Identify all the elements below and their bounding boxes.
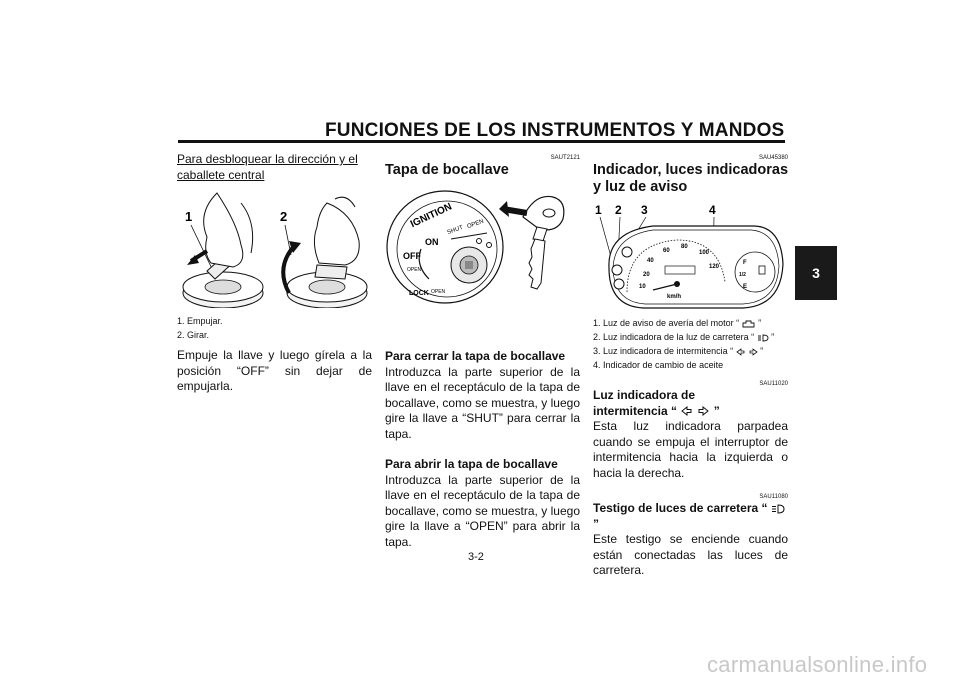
turn-signal-icon [735, 347, 758, 356]
off-label: OFF [403, 251, 421, 261]
high-beam-heading-icon [771, 504, 785, 514]
gauge-10: 10 [639, 284, 646, 290]
turn-heading-line1: Luz indicadora de [593, 388, 696, 402]
turn-heading-line2: intermitencia “ ” [593, 403, 720, 418]
fuel-empty: E [743, 284, 747, 290]
section-code-turn: SAU11020 [759, 381, 788, 387]
beam-heading: Testigo de luces de carretera “ ” [593, 501, 788, 532]
gauge-80: 80 [681, 244, 688, 250]
open-shutter-heading: Para abrir la tapa de bocallave [385, 457, 558, 471]
section-code-beam: SAU11080 [759, 494, 788, 500]
beam-body: Este testigo se enciende cuando están co… [593, 532, 788, 577]
caption-turn-signal: 3. Luz indicadora de intermitencia “ ” [593, 346, 764, 356]
shut-label: SHUT [447, 225, 465, 236]
meter-panel-figure: 1 2 3 4 10 20 40 60 80 100 120 km/h F 1/… [595, 203, 784, 309]
turn-body: Esta luz indicadora parpadea cuando se e… [593, 419, 788, 480]
on-label: ON [425, 237, 439, 247]
open-small-label: OPEN [431, 289, 446, 295]
open-label: OPEN [467, 219, 485, 230]
meter-label-3: 3 [641, 203, 648, 217]
gauge-60: 60 [663, 248, 670, 254]
gauge-120: 120 [709, 264, 720, 270]
section-title: Tapa de bocallave [385, 162, 509, 178]
caption-high-beam: 2. Luz indicadora de la luz de carretera… [593, 332, 775, 342]
page-title: FUNCIONES DE LOS INSTRUMENTOS Y MANDOS [325, 120, 785, 141]
high-beam-icon [757, 334, 769, 342]
caption-turn: 2. Girar. [177, 330, 210, 340]
caption-push: 1. Empujar. [177, 316, 223, 326]
figure-label-1: 1 [185, 209, 192, 224]
steering-unlock-body: Empuje la llave y luego gírela a la posi… [177, 348, 372, 393]
close-shutter-heading: Para cerrar la tapa de bocallave [385, 349, 566, 363]
meter-label-2: 2 [615, 203, 622, 217]
meter-label-4: 4 [709, 203, 716, 217]
left-column: Para desbloquear la dirección y el cabal… [177, 152, 372, 395]
chapter-tab: 3 [795, 246, 837, 300]
meter-label-1: 1 [595, 203, 602, 217]
gauge-100: 100 [699, 250, 710, 256]
gauge-40: 40 [647, 258, 654, 264]
open-shutter-body: Introduzca la parte superior de la llave… [385, 472, 580, 549]
close-shutter-body: Introduzca la parte superior de la llave… [385, 364, 580, 441]
fuel-full: F [743, 260, 747, 266]
watermark: carmanualsonline.info [707, 652, 928, 677]
fuel-half: 1/2 [739, 272, 746, 278]
header-rule [178, 140, 785, 143]
lock-label: LOCK [409, 290, 429, 297]
steering-unlock-figure: 1 2 [182, 192, 368, 308]
section-code-indicators: SAU45380 [758, 155, 788, 161]
caption-engine-trouble: 1. Luz de aviso de avería del motor “ ” [593, 318, 762, 328]
right-column: SAU45380 Indicador, luces indicadoras y … [593, 152, 788, 579]
section-code: SAUT2121 [550, 155, 580, 161]
middle-column: SAUT2121 Tapa de bocallave IGNITION ON O… [385, 152, 580, 550]
engine-trouble-icon [742, 320, 755, 328]
gauge-20: 20 [643, 272, 650, 278]
gauge-unit: km/h [667, 294, 681, 300]
caption-oil-change: 4. Indicador de cambio de aceite [593, 360, 724, 370]
steering-open-label: OPEN [407, 267, 422, 273]
figure-label-2: 2 [280, 209, 287, 224]
turn-signal-heading-icon [681, 406, 710, 417]
steering-unlock-heading: Para desbloquear la dirección y el cabal… [177, 152, 358, 182]
indicators-title: Indicador, luces indicadoras y luz de av… [593, 162, 789, 195]
page-number: 3-2 [468, 551, 484, 563]
key-shutter-figure: IGNITION ON OFF LOCK SHUT OPEN OPEN OPEN [386, 190, 565, 304]
